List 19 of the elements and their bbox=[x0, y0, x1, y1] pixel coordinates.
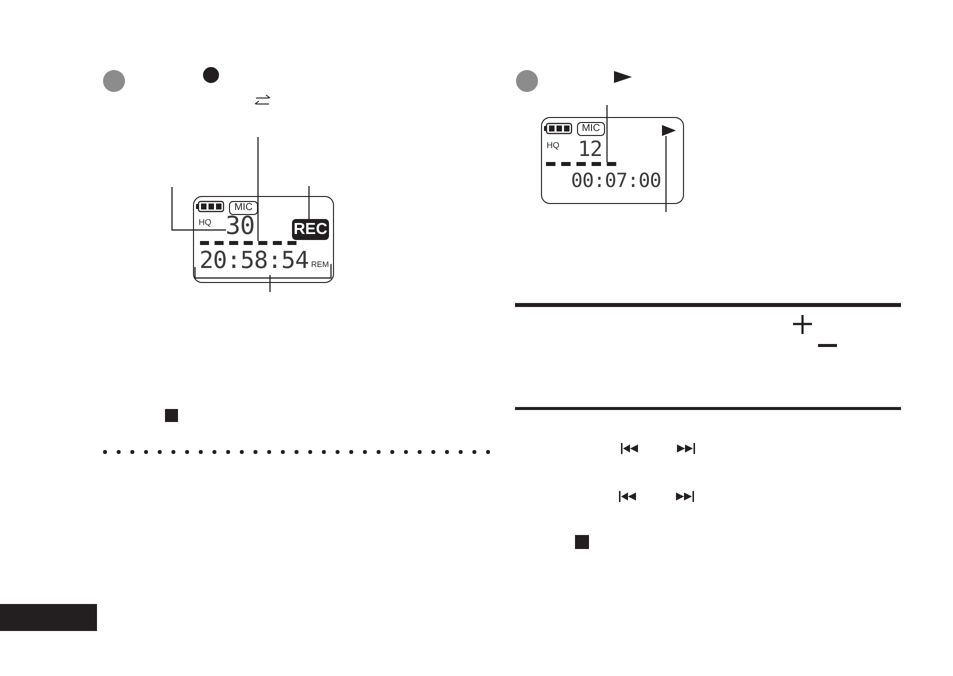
lcd-indicator: REM bbox=[310, 260, 330, 270]
leader-line bbox=[171, 187, 226, 231]
lcd-digits: 30 bbox=[226, 212, 254, 238]
lcd-digits: 00:07:00 bbox=[571, 169, 661, 193]
play-indicator bbox=[662, 125, 676, 136]
lcd-display bbox=[541, 117, 684, 204]
lcd-digits: 20:58:54 bbox=[197, 247, 311, 275]
lcd-indicator: HQ bbox=[197, 217, 213, 227]
leader-line bbox=[269, 275, 271, 292]
lcd-indicator: HQ bbox=[545, 140, 561, 150]
leader-line bbox=[257, 137, 259, 241]
mic-indicator: MIC bbox=[577, 122, 605, 136]
rec-indicator: REC bbox=[292, 219, 329, 240]
leader-line bbox=[665, 136, 667, 212]
leader-line bbox=[308, 186, 310, 219]
mic-indicator: MIC bbox=[229, 201, 258, 215]
lcd-display bbox=[193, 196, 334, 283]
lcd-digits: 12 bbox=[580, 138, 600, 160]
leader-line bbox=[606, 105, 608, 162]
